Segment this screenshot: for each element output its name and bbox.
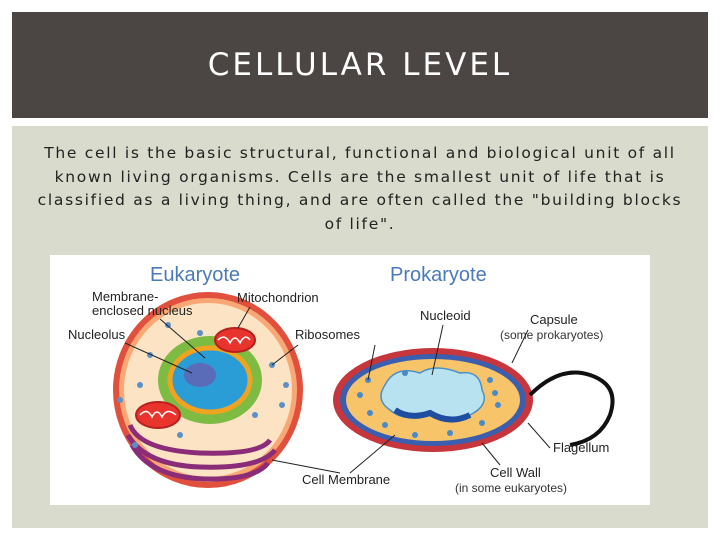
golgi-apparatus	[125, 423, 277, 482]
pointer-ribosomes-prokaryote	[367, 344, 376, 381]
mitochondrion-top	[214, 327, 256, 353]
pointer-nucleolus	[124, 342, 193, 374]
label-nucleoid: Nucleoid	[420, 308, 471, 323]
eukaryote-ribosomes	[117, 322, 289, 448]
eukaryote-heading: Eukaryote	[150, 264, 240, 286]
pointer-membrane	[159, 318, 206, 359]
mitochondrion-left	[135, 401, 181, 429]
flagellum	[528, 370, 615, 447]
prokaryote-heading: Prokaryote	[390, 264, 487, 286]
label-mitochondrion: Mitochondrion	[237, 290, 319, 305]
pointer-cell-wall	[481, 442, 501, 466]
cell-diagram: Eukaryote Prokaryote	[50, 255, 650, 505]
label-membrane-line2: enclosed nucleus	[92, 303, 193, 318]
title-bar: CELLULAR LEVEL	[12, 12, 708, 118]
label-cell-wall: Cell Wall	[490, 465, 541, 480]
eukaryote-cell	[113, 292, 303, 488]
pointer-capsule	[511, 329, 529, 364]
pointer-mitochondrion	[237, 306, 251, 329]
nucleoid	[380, 367, 485, 421]
label-capsule-note: (some prokaryotes)	[500, 328, 603, 342]
label-ribosomes: Ribosomes	[295, 327, 361, 342]
mitochondrion-left-cristae	[139, 410, 177, 419]
label-cell-wall-note: (in some eukaryotes)	[455, 481, 567, 495]
label-flagellum: Flagellum	[553, 440, 609, 455]
mitochondrion-top-cristae	[217, 336, 251, 345]
pointer-cell-membrane-eukaryote	[271, 459, 341, 474]
label-membrane-line1: Membrane-	[92, 289, 158, 304]
label-capsule: Capsule	[530, 312, 578, 327]
pointer-ribosomes-eukaryote	[271, 344, 299, 366]
prokaryote-cell	[333, 348, 615, 452]
prokaryote-ribosomes	[357, 370, 501, 438]
label-cell-membrane: Cell Membrane	[302, 472, 390, 487]
slide-title: CELLULAR LEVEL	[207, 47, 513, 83]
slide-body-text: The cell is the basic structural, functi…	[37, 144, 683, 233]
pointer-flagellum	[527, 422, 551, 449]
nucleolus	[184, 363, 216, 387]
pointer-cell-membrane-prokaryote	[349, 434, 396, 474]
nucleoid-dna	[393, 407, 472, 423]
cell-diagram-svg: Eukaryote Prokaryote	[68, 264, 615, 495]
pointer-nucleoid	[431, 324, 444, 376]
label-nucleolus: Nucleolus	[68, 327, 126, 342]
